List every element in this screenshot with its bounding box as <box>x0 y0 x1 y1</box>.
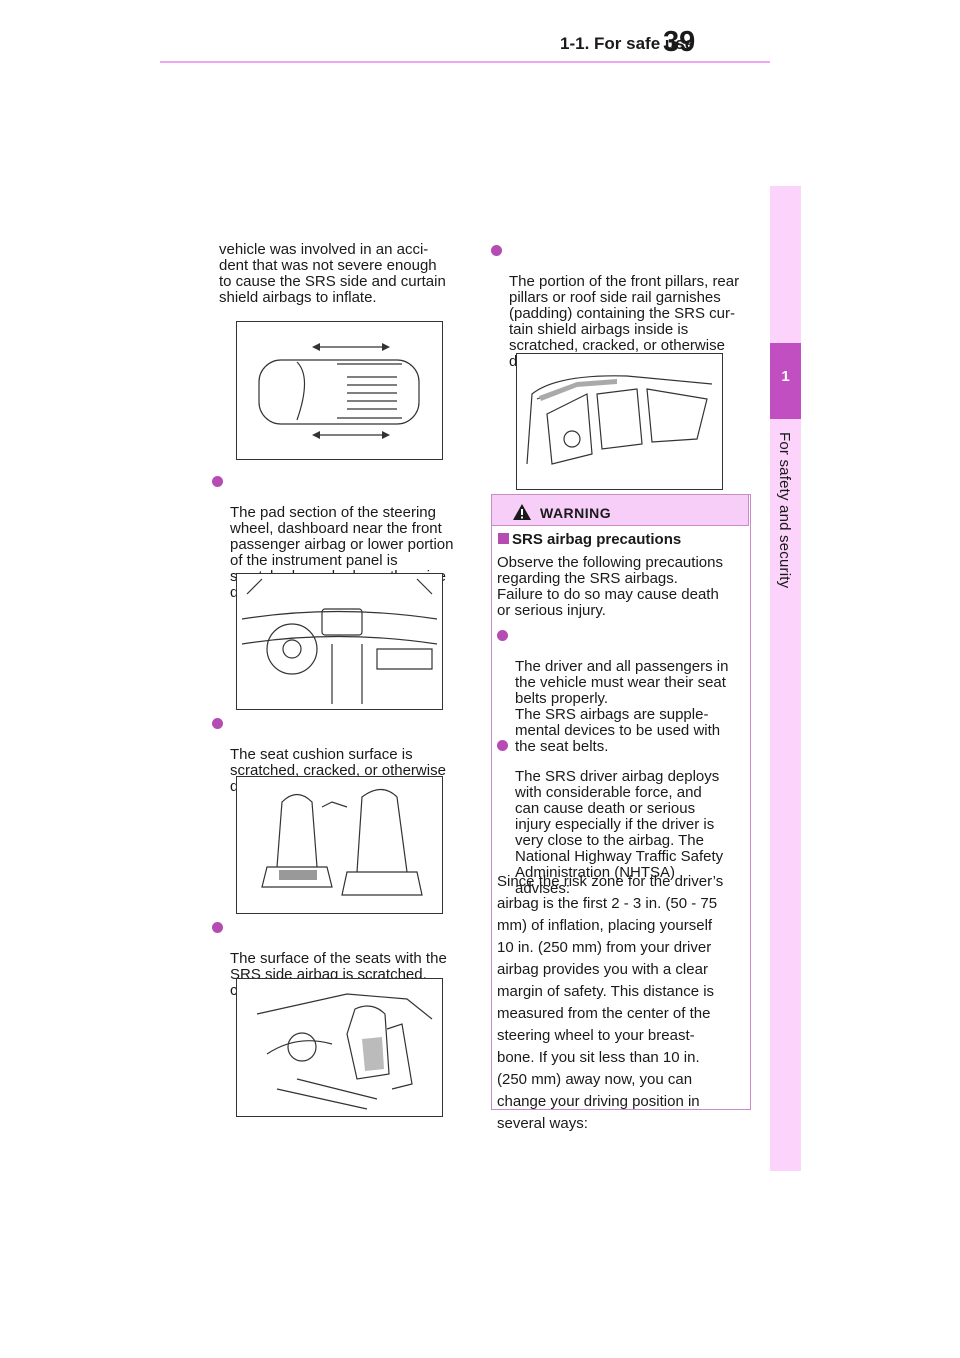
warning-intro: Observe the following precautions regard… <box>497 554 723 619</box>
bullet-dot-icon <box>491 245 502 256</box>
page-number: 39 <box>663 26 696 58</box>
warning-body: Since the risk zone for the driver’s air… <box>497 873 724 1132</box>
bullet-dot-icon <box>212 718 223 729</box>
warning-bullet-seatbelts: The driver and all passengers in the veh… <box>497 627 749 755</box>
section-title: 1-1. For safe use <box>560 34 695 53</box>
dashboard-figure <box>236 573 443 710</box>
warning-subheading-text: SRS airbag precautions <box>512 531 682 548</box>
chapter-label: For safety and security <box>776 432 793 589</box>
bullet-pillar-garnish: The portion of the front pillars, rear p… <box>491 242 771 370</box>
car-top-view-figure <box>236 321 443 460</box>
warning-title: WARNING <box>540 505 612 521</box>
warning-bullet-driver-airbag: The SRS driver airbag deploys with consi… <box>497 737 749 897</box>
bullet-text: The portion of the front pillars, rear p… <box>509 273 740 370</box>
chapter-tab[interactable] <box>770 343 801 419</box>
seat-cushion-illustration <box>261 788 423 896</box>
warning-triangle-icon <box>513 504 531 520</box>
bullet-text: The SRS driver airbag deploys with consi… <box>515 768 724 897</box>
bullet-dot-icon <box>212 922 223 933</box>
header-rule <box>160 61 770 63</box>
side-airbag-seat-figure <box>236 978 443 1117</box>
car-top-view-illustration <box>258 343 420 439</box>
dashboard-illustration <box>241 578 438 704</box>
intro-paragraph: vehicle was involved in an acci- dent th… <box>219 241 446 306</box>
bullet-dot-icon <box>497 740 508 751</box>
warning-subheading: SRS airbag precautions <box>498 531 681 548</box>
pillar-garnish-figure <box>516 353 723 490</box>
bullet-dot-icon <box>212 476 223 487</box>
bullet-text: The driver and all passengers in the veh… <box>515 658 729 755</box>
bullet-dot-icon <box>497 630 508 641</box>
pillar-garnish-illustration <box>526 375 713 465</box>
side-airbag-seat-illustration <box>256 993 433 1110</box>
side-strip <box>770 186 801 1171</box>
square-bullet-icon <box>498 533 509 544</box>
warning-header <box>491 494 749 526</box>
seat-cushion-figure <box>236 776 443 914</box>
chapter-tab-number: 1 <box>781 368 790 385</box>
